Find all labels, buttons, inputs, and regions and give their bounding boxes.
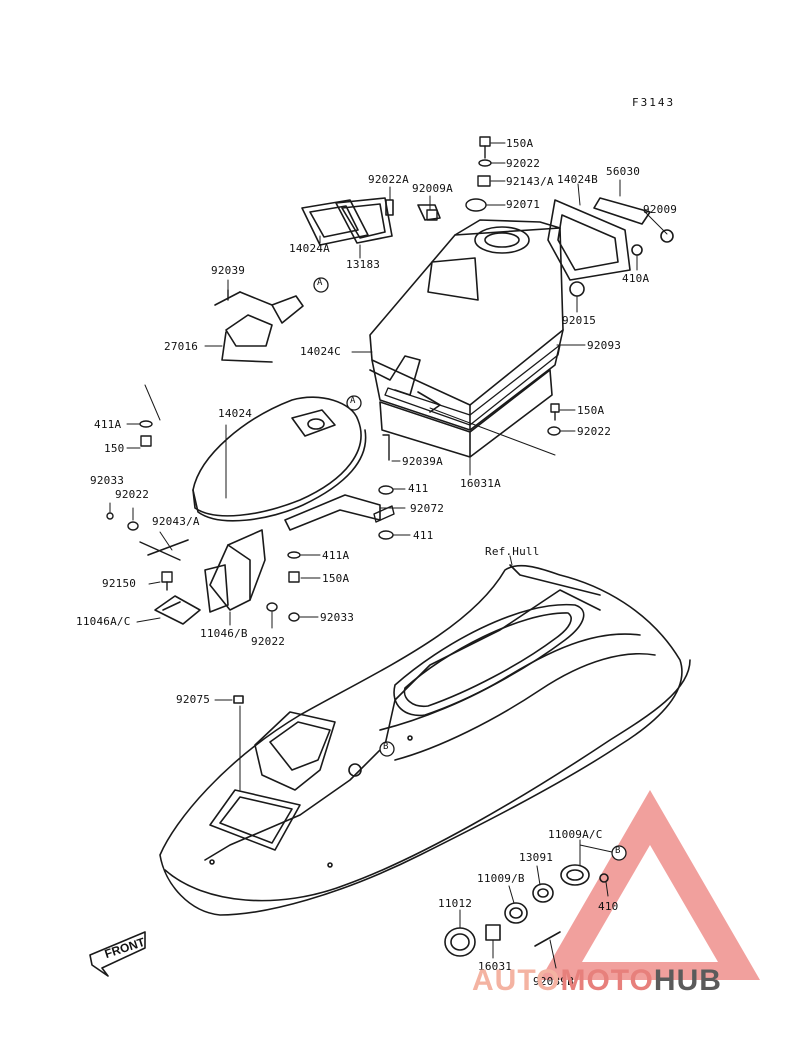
label-411-b: 411 [413,529,434,542]
label-13183: 13183 [346,258,381,271]
label-150-left: 150 [104,442,125,455]
label-410A: 410A [622,272,650,285]
label-13091: 13091 [519,851,554,864]
front-arrow [89,931,146,977]
label-92075: 92075 [176,693,211,706]
label-14024: 14024 [218,407,253,420]
label-92009: 92009 [643,203,678,216]
label-92022-left: 92022 [115,488,150,501]
label-411-a: 411 [408,482,429,495]
label-92150: 92150 [102,577,137,590]
label-92039A: 92039A [402,455,443,468]
label-411A-mid: 411A [322,549,350,562]
label-92072: 92072 [410,502,445,515]
callout-b-1: B [383,742,389,752]
label-150A-right: 150A [577,404,605,417]
latch-27016 [214,291,304,363]
figure-code: F3143 [632,96,676,109]
label-92009A: 92009A [412,182,453,195]
label-16031A: 16031A [460,477,501,490]
watermark-part-auto: AUTO [472,964,561,997]
vent-cover-14024A [301,197,441,246]
label-14024B: 14024B [557,173,598,186]
label-92039: 92039 [211,264,246,277]
label-92022-bottom: 92022 [251,635,286,648]
label-92039B: 92039B [533,975,574,988]
label-14024A: 14024A [289,242,330,255]
label-92033-left: 92033 [90,474,125,487]
watermark-part-moto: MOTO [560,964,654,997]
label-56030: 56030 [606,165,641,178]
watermark-part-hub: HUB [653,964,722,997]
label-92033-bottom: 92033 [320,611,355,624]
seat-cover-14024 [192,396,367,522]
label-150A-mid: 150A [322,572,350,585]
watermark-logo: AUTOMOTOHUB [472,964,722,998]
storage-tank-14024C [369,219,564,458]
callout-b-2: B [615,846,621,856]
label-92043A: 92043/A [152,515,200,528]
leader-lines [109,142,668,969]
watermark-triangle [540,790,760,980]
label-411A-left: 411A [94,418,122,431]
label-92015: 92015 [562,314,597,327]
label-11009AC: 11009A/C [548,828,603,841]
hull-outline [159,564,691,916]
label-150A-top: 150A [506,137,534,150]
label-92022-right: 92022 [577,425,612,438]
label-11009B: 11009/B [477,872,525,885]
label-92143A: 92143/A [506,175,554,188]
label-92093: 92093 [587,339,622,352]
label-27016: 27016 [164,340,199,353]
label-11046AC: 11046A/C [76,615,131,628]
label-92071: 92071 [506,198,541,211]
label-92022A: 92022A [368,173,409,186]
callout-a-1: A [317,278,323,288]
callout-a-2: A [350,396,356,406]
label-14024C: 14024C [300,345,341,358]
label-11012: 11012 [438,897,473,910]
label-ref-hull: Ref.Hull [485,545,540,558]
label-410: 410 [598,900,619,913]
callout-circles [313,277,627,861]
label-92022-top: 92022 [506,157,541,170]
label-16031: 16031 [478,960,513,973]
label-11046B: 11046/B [200,627,248,640]
